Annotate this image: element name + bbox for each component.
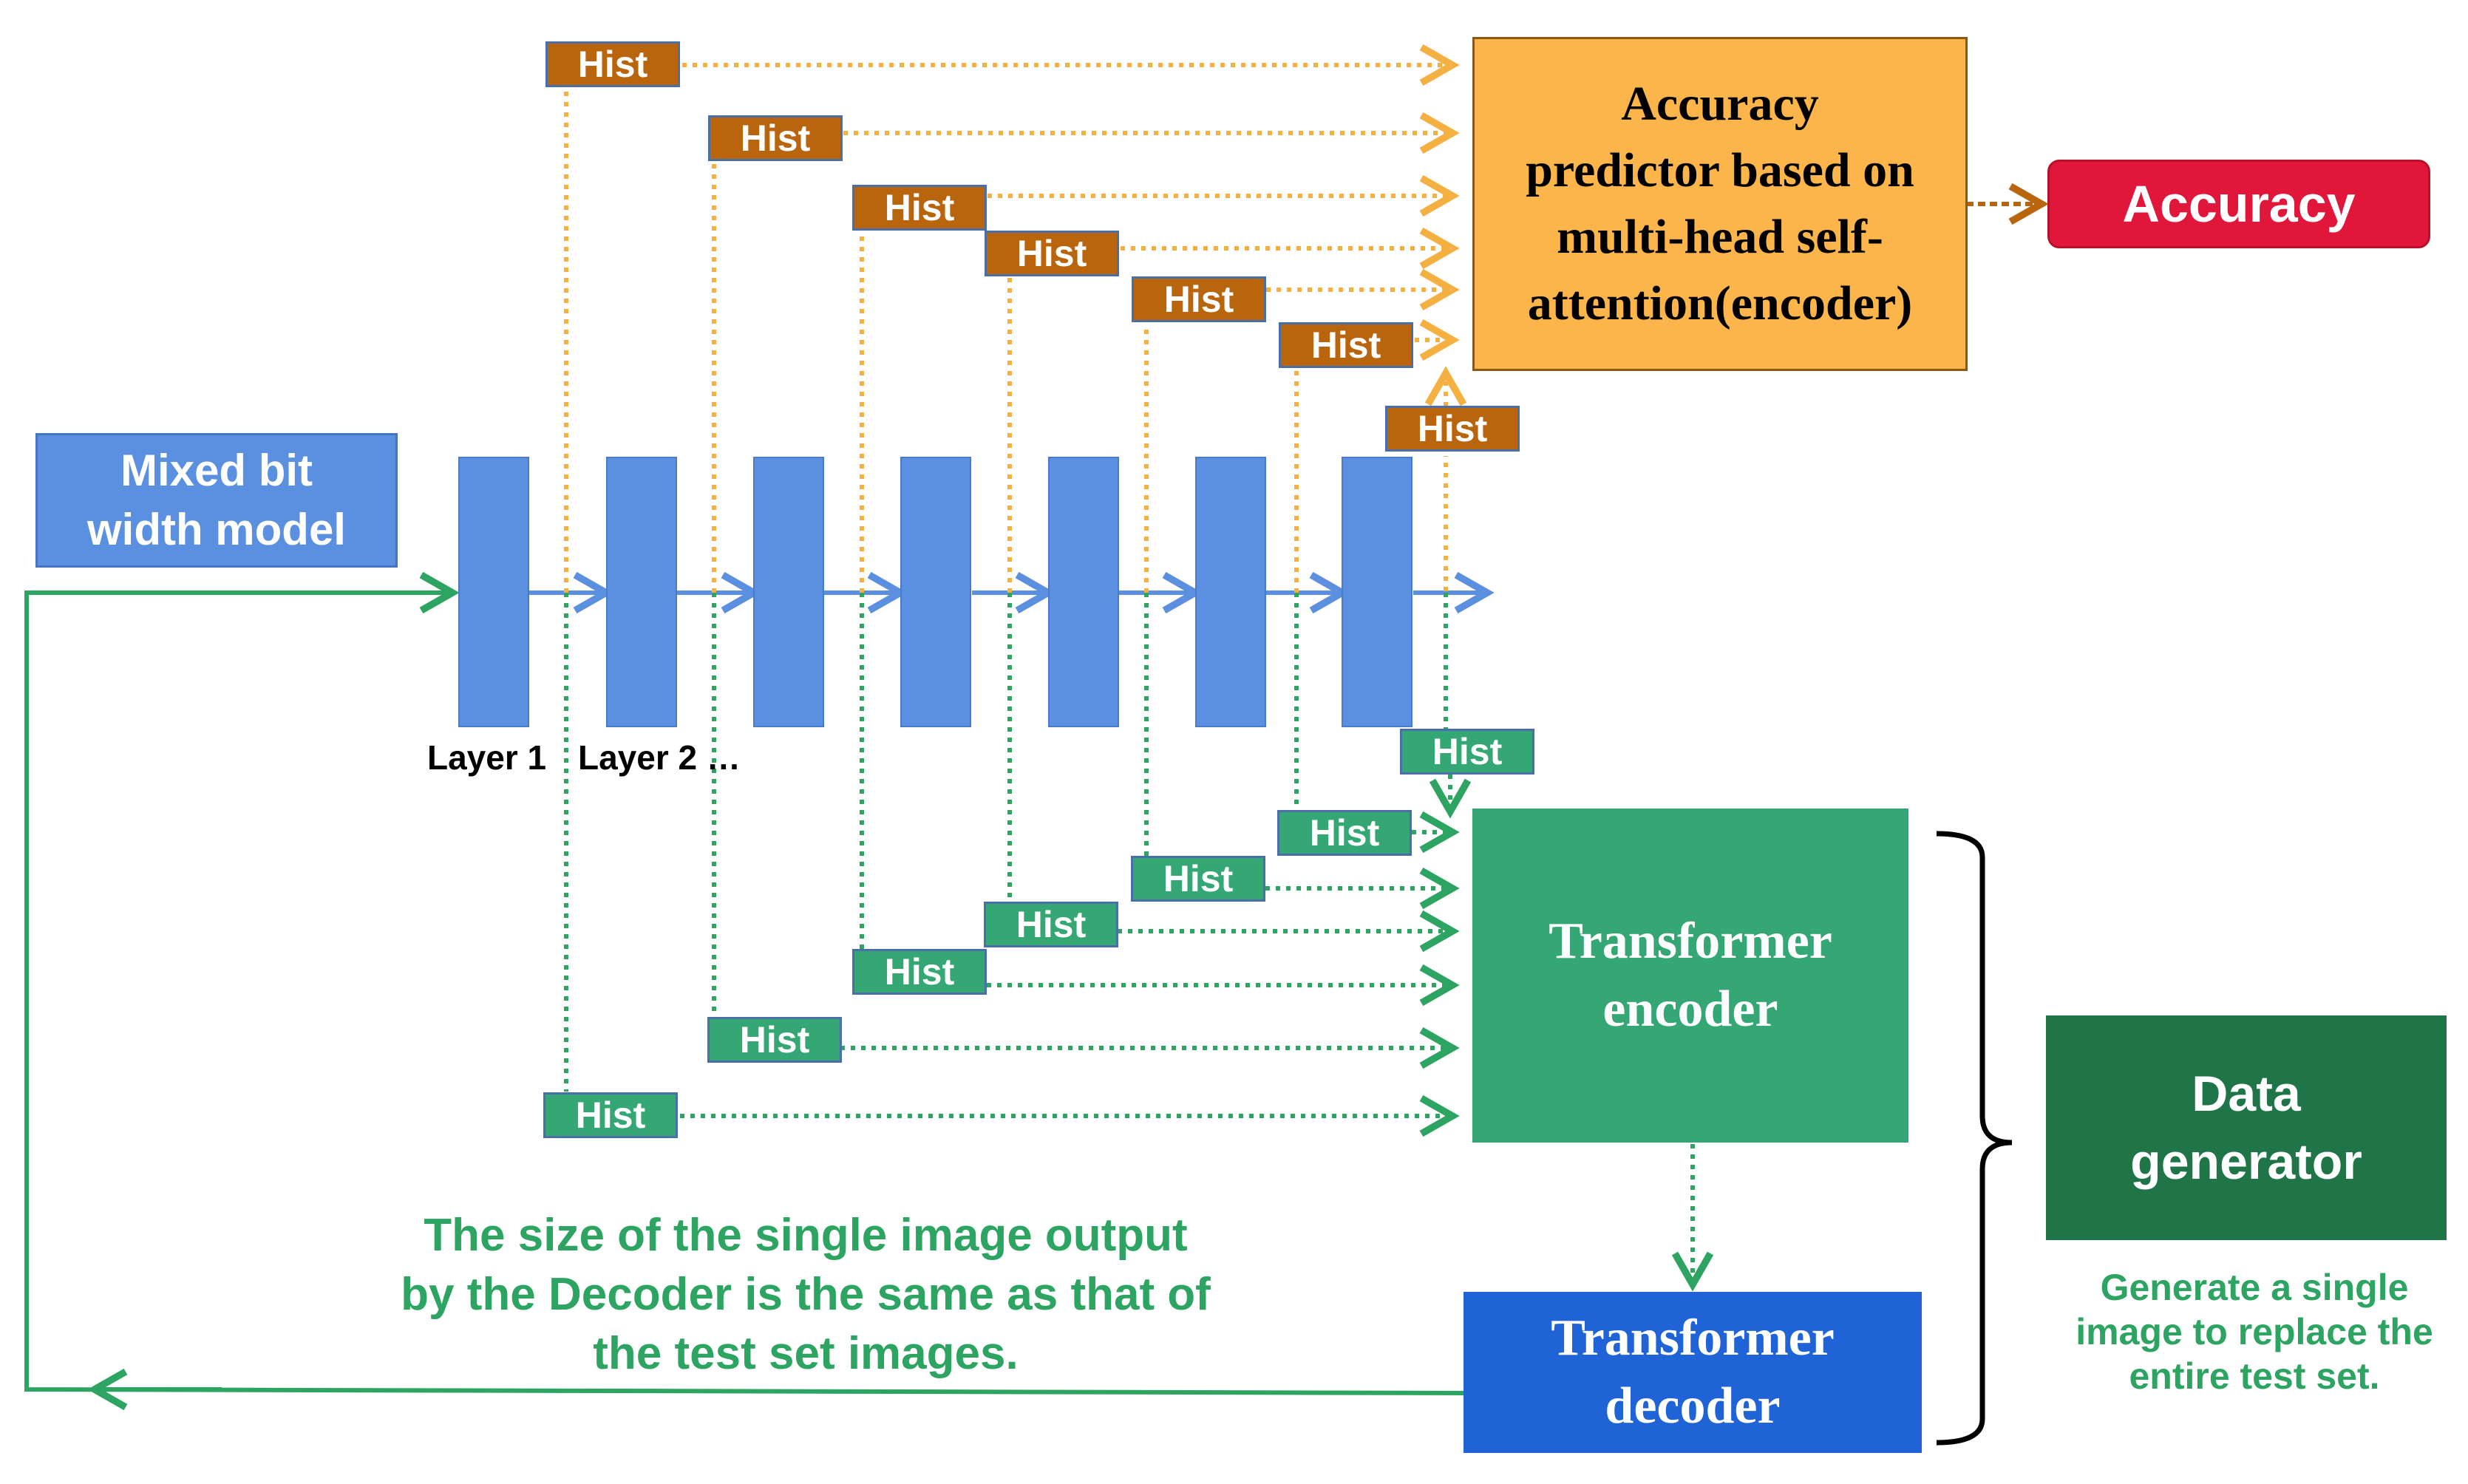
transformer-decoder-box: Transformer decoder	[1464, 1292, 1922, 1453]
hist-top: Hist	[985, 231, 1119, 276]
feedback-loop-arrow	[24, 571, 1472, 1395]
layer-block	[606, 457, 677, 727]
hist-bottom: Hist	[543, 1092, 678, 1138]
generator-note: Generate a single image to replace the e…	[2076, 1267, 2433, 1397]
hist-bottom: Hist	[984, 902, 1118, 947]
hist-bottom: Hist	[852, 949, 987, 995]
layer-block	[1048, 457, 1119, 727]
accuracy-predictor-box: Accuracy predictor based on multi-head s…	[1472, 37, 1968, 371]
layer-2-label: Layer 2 …	[578, 738, 741, 777]
green-hist-arrows	[680, 775, 1472, 1137]
hist-top: Hist	[1385, 406, 1520, 452]
mixed-bit-width-model-box: Mixed bit width model	[35, 433, 398, 568]
hist-top: Hist	[708, 115, 843, 161]
data-generator-box: Data generator	[2046, 1015, 2447, 1240]
accuracy-box: Accuracy	[2047, 160, 2430, 248]
layer-block	[1195, 457, 1266, 727]
layer-block	[753, 457, 824, 727]
layer-block	[900, 457, 971, 727]
hist-top: Hist	[1279, 322, 1413, 368]
hist-top: Hist	[852, 185, 987, 231]
green-tap-lines	[564, 593, 1448, 1092]
decoder-output-note: The size of the single image output by t…	[401, 1210, 1211, 1379]
generator-brace	[1936, 831, 2013, 1446]
hist-bottom: Hist	[1277, 810, 1412, 856]
hist-top: Hist	[545, 41, 680, 87]
layer-1-label: Layer 1	[427, 738, 547, 777]
hist-top: Hist	[1132, 276, 1266, 322]
hist-bottom: Hist	[1400, 729, 1534, 775]
hist-bottom: Hist	[707, 1017, 842, 1063]
orange-hist-arrows	[682, 44, 1467, 591]
layer-block	[1342, 457, 1413, 727]
layer-block	[458, 457, 529, 727]
transformer-encoder-box: Transformer encoder	[1472, 809, 1908, 1143]
orange-tap-lines	[564, 85, 1299, 593]
hist-bottom: Hist	[1131, 856, 1265, 902]
